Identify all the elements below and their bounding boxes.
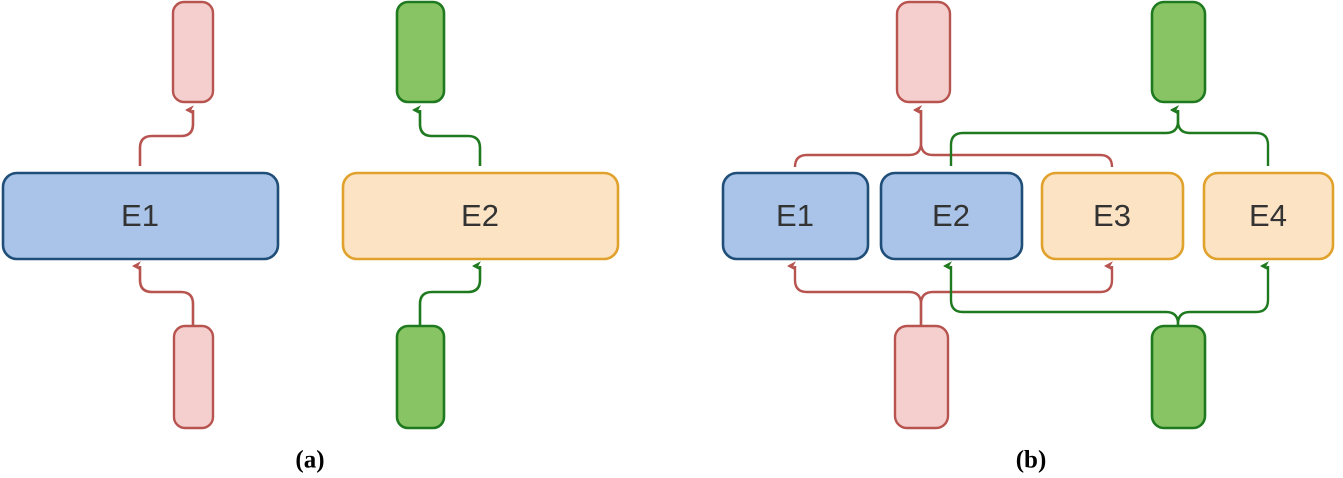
panel-a-tokens — [171, 0, 446, 430]
token-pink-input — [893, 324, 950, 430]
connector-green-output-e2 — [420, 110, 482, 166]
panel-b-experts: E1 E2 E3 E4 — [721, 171, 1335, 261]
connector-pink-input-e1 — [140, 266, 195, 326]
panel-b-caption: (b) — [1016, 447, 1047, 474]
expert-box-e2-label: E2 — [932, 198, 970, 233]
panel-b: E1 E2 E3 E4 (b) — [721, 0, 1335, 474]
token-green-output — [1150, 0, 1207, 104]
expert-box-e4-label: E4 — [1249, 198, 1287, 233]
expert-box-e1[interactable]: E1 — [721, 171, 870, 261]
token-green-output — [395, 0, 446, 104]
expert-box-e2[interactable]: E2 — [879, 171, 1024, 261]
connector-green-input-e4 — [1176, 266, 1270, 326]
panel-a-caption: (a) — [295, 447, 324, 474]
panel-b-tokens — [893, 0, 1207, 430]
expert-box-e2[interactable]: E2 — [341, 171, 620, 261]
expert-box-e1-label: E1 — [776, 198, 814, 233]
expert-box-e1-shape — [1, 171, 280, 261]
expert-box-e4[interactable]: E4 — [1202, 171, 1335, 261]
expert-box-e1-shape — [721, 171, 870, 261]
panel-a-experts: E1 E2 — [1, 171, 620, 261]
expert-box-e1[interactable]: E1 — [1, 171, 280, 261]
expert-box-e3-shape — [1040, 171, 1185, 261]
connector-pink-input-e3 — [919, 266, 1114, 326]
connector-pink-input-e1 — [795, 266, 923, 326]
expert-box-e2-label: E2 — [461, 198, 499, 233]
connector-green-input-e2 — [418, 266, 482, 326]
expert-box-e1-label: E1 — [121, 198, 159, 233]
expert-box-e2-shape — [879, 171, 1024, 261]
connector-green-input-e2 — [951, 266, 1180, 326]
panel-a-connectors — [138, 110, 482, 326]
token-green-input — [395, 324, 446, 430]
connector-pink-output-e1 — [138, 110, 195, 166]
token-pink-output — [895, 0, 952, 104]
connector-green-output-e2 — [949, 110, 1180, 166]
token-pink-output — [171, 0, 215, 104]
connector-pink-output-e3 — [921, 110, 1114, 168]
token-green-input — [1150, 324, 1207, 430]
expert-box-e3[interactable]: E3 — [1040, 171, 1185, 261]
expert-box-e2-shape — [341, 171, 620, 261]
connector-green-output-e4 — [1178, 110, 1270, 166]
expert-box-e4-shape — [1202, 171, 1335, 261]
panel-a: E1 E2 (a) — [1, 0, 620, 474]
token-pink-input — [172, 324, 215, 430]
panel-b-connectors — [793, 110, 1270, 326]
expert-box-e3-label: E3 — [1093, 198, 1131, 233]
connector-pink-output-e1 — [793, 110, 923, 168]
